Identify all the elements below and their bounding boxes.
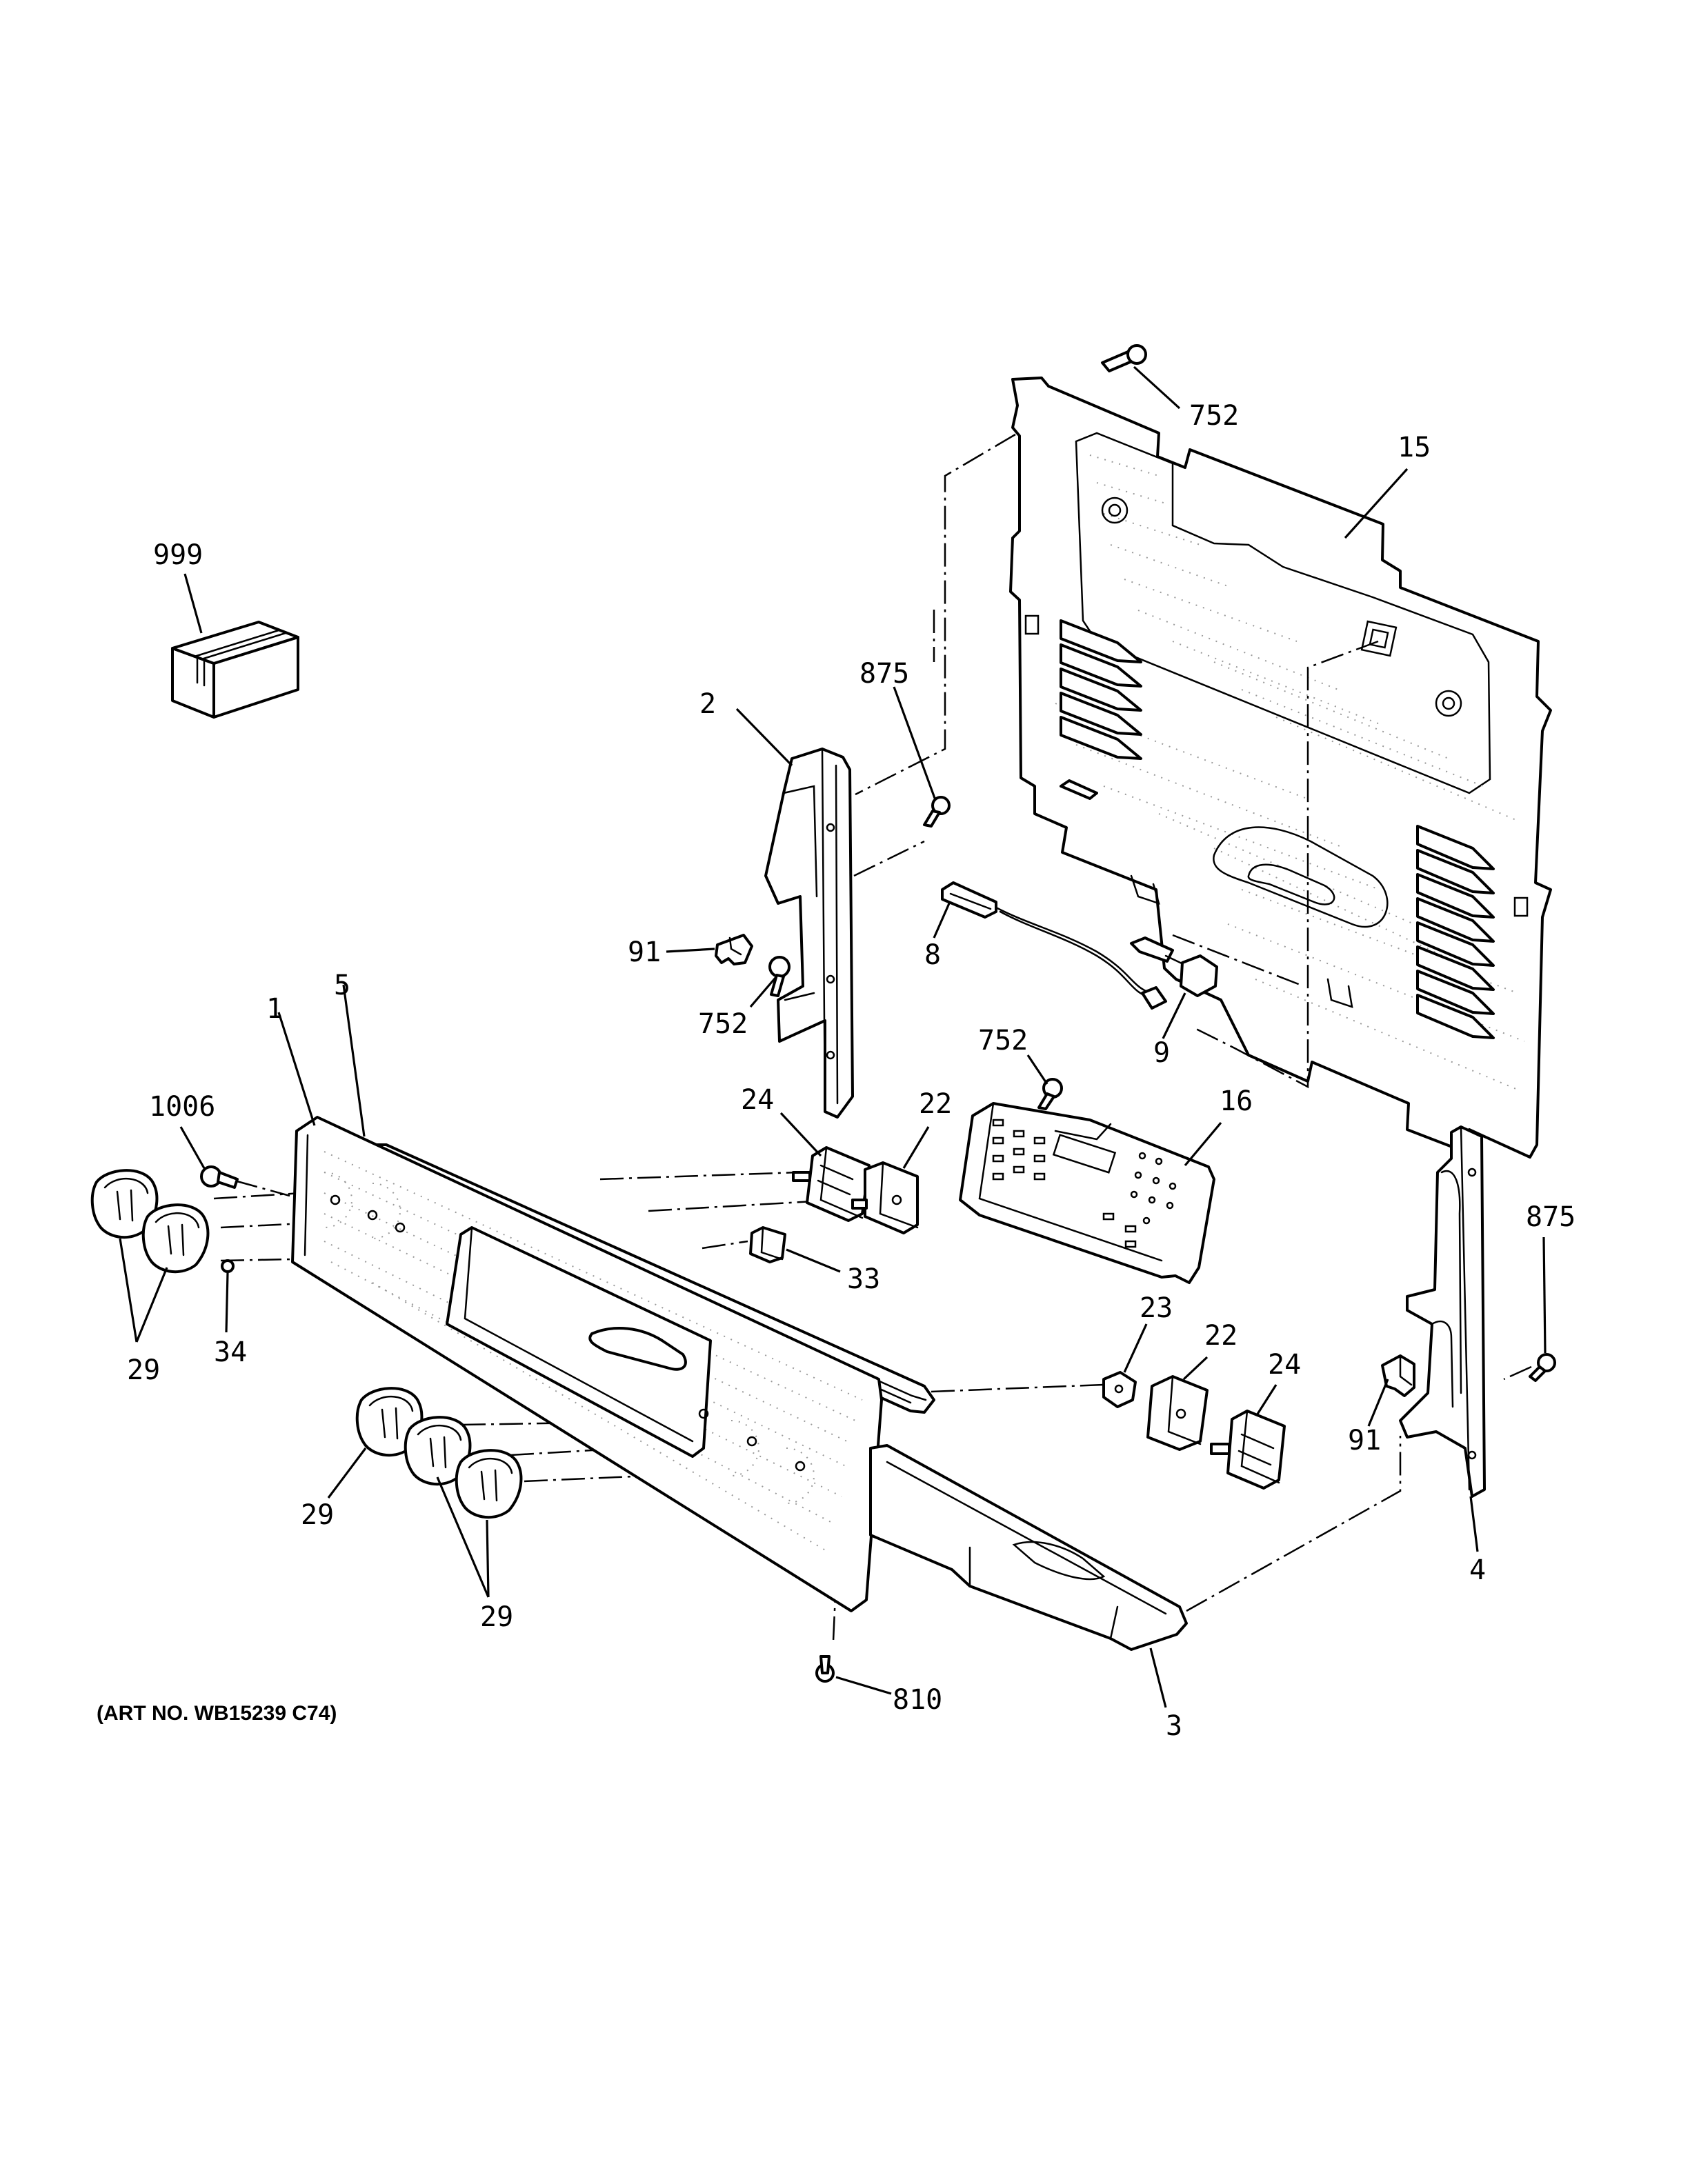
panel-left-dial-markings [324,1172,406,1239]
callout-33: 33 [847,1263,880,1295]
callout-91-left: 91 [628,936,661,968]
part-3-lower-trim [869,1444,1188,1651]
part-999-kit-box [171,621,299,719]
part-29-knob-5 [455,1449,523,1519]
callout-8: 8 [924,939,941,971]
part-752-screw-middle [768,956,791,997]
callout-999: 999 [153,539,203,571]
part-91-clip-right [1381,1354,1415,1397]
callout-labels: 999 752 15 875 2 91 752 8 9 752 16 5 1 1… [127,400,1575,1742]
callout-810: 810 [893,1684,942,1716]
callout-752-board: 752 [978,1025,1028,1056]
callout-24-upper: 24 [741,1084,774,1116]
part-810-screw [815,1655,835,1683]
part-22-switch-upper [851,1161,919,1234]
part-875-screw-right [1529,1353,1556,1382]
callout-23: 23 [1140,1292,1173,1324]
part-875-screw-upper [923,796,951,828]
callout-22-lower: 22 [1204,1320,1237,1352]
panel-square-connector [1360,620,1398,657]
callout-1: 1 [266,993,283,1025]
callout-752-middle: 752 [698,1008,748,1040]
part-752-screw-board [1037,1078,1063,1110]
part-33-rocker-switch [749,1226,786,1263]
panel-hole-upper-right [1435,690,1462,717]
part-1-front-control-panel [291,1116,883,1612]
part-24-switch-upper [792,1146,871,1222]
callout-29-middle: 29 [301,1499,334,1531]
board-button-grid [992,1119,1177,1248]
part-16-control-board [959,1102,1215,1284]
callout-15: 15 [1398,432,1431,463]
callout-24-lower: 24 [1268,1349,1301,1381]
part-23-small-switch [1102,1371,1137,1408]
callout-3: 3 [1166,1710,1182,1742]
panel-hole-upper-left [1101,497,1129,524]
panel-right-vent-louvers [1416,825,1495,1039]
part-8-wire-harness [941,881,1218,1010]
callout-22-upper: 22 [919,1088,952,1120]
callout-2: 2 [699,688,716,720]
callout-29-left: 29 [127,1354,160,1386]
panel-display-window [446,1226,712,1458]
callout-4: 4 [1469,1554,1486,1586]
part-1006-screw [200,1165,239,1189]
part-24-switch-lower [1210,1410,1286,1490]
part-4-right-side-bracket [1399,1125,1486,1498]
callout-875-right: 875 [1526,1201,1575,1233]
part-752-screw-top [1101,344,1147,372]
leader-lines [119,365,1547,1708]
callout-91-right: 91 [1348,1425,1381,1456]
panel-oval-window [1213,826,1389,928]
art-number: (ART NO. WB15239 C74) [97,1702,337,1725]
callout-875-upper: 875 [859,658,909,690]
callout-752-top: 752 [1189,400,1239,432]
panel-left-vent-louvers [1060,619,1142,800]
part-22-switch-lower [1146,1375,1209,1451]
panel-right-dial-markings [698,1408,815,1504]
callout-29-bottom: 29 [480,1601,513,1633]
callout-5: 5 [334,970,350,1001]
part-29-knob-2 [141,1203,210,1274]
callout-34: 34 [214,1336,247,1368]
part-2-left-side-bracket [764,748,854,1119]
part-34-setscrew [221,1259,235,1273]
callout-16: 16 [1220,1085,1253,1117]
callout-9: 9 [1153,1037,1170,1069]
part-91-clip-left [715,934,753,965]
part-15-rear-panel [1009,377,1552,1159]
callout-1006: 1006 [149,1091,215,1123]
